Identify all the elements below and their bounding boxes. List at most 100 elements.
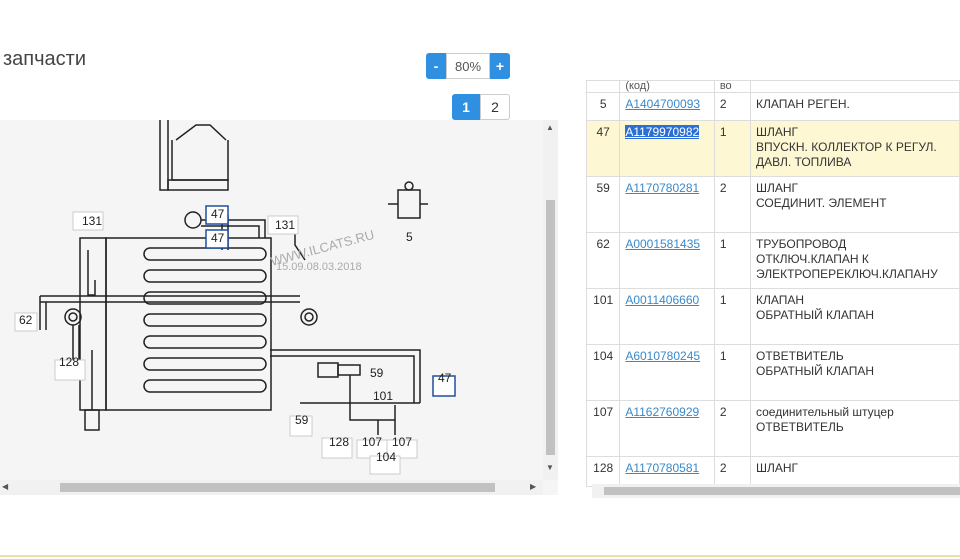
scrollbar-thumb[interactable] [546,200,555,455]
part-code-link[interactable]: A1170780281 [625,181,700,195]
table-row[interactable]: 104 A6010780245 1 ОТВЕТВИТЕЛЬ ОБРАТНЫЙ К… [586,344,960,401]
callout-47[interactable]: 47 [211,231,225,245]
part-code-link[interactable]: A1404700093 [625,97,701,111]
diagram-horizontal-scrollbar[interactable]: ◀ ▶ [0,480,543,495]
callout-59[interactable]: 59 [370,366,384,380]
callout-box[interactable] [205,229,229,249]
part-code-link[interactable]: A0001581435 [625,237,701,251]
callout-128[interactable]: 128 [329,435,349,449]
zoom-control: - 80% + [426,53,510,79]
row-number: 101 [586,288,621,345]
callout-62[interactable]: 62 [19,313,33,327]
row-qty: 1 [713,232,751,289]
row-desc: ОБРАТНЫЙ КЛАПАН [755,308,875,322]
table-row[interactable]: 62 A0001581435 1 ТРУБОПРОВОД ОТКЛЮЧ.КЛАП… [586,232,960,289]
table-row[interactable]: 128 A1170780581 2 ШЛАНГ [586,456,960,487]
scroll-right-arrow-icon[interactable]: ▶ [530,482,537,491]
callout-box[interactable] [369,455,401,475]
callout-131[interactable]: 131 [82,214,102,228]
row-number: 104 [586,344,621,401]
callout-5[interactable]: 5 [406,230,413,244]
row-desc: ШЛАНГ [755,125,799,139]
row-desc: ТРУБОПРОВОД [755,237,847,251]
row-desc: ВПУСКН. КОЛЛЕКТОР К РЕГУЛ. [755,140,937,154]
part-code-link[interactable]: A1162760929 [625,405,700,419]
table-row[interactable]: 47 A1179970982 1 ШЛАНГ ВПУСКН. КОЛЛЕКТОР… [586,120,960,177]
callout-box[interactable] [386,439,418,459]
header-code: (код) [619,80,715,93]
diagram-vertical-scrollbar[interactable]: ▲ ▼ [543,120,558,480]
row-desc: ШЛАНГ [755,181,799,195]
row-qty: 1 [713,288,751,345]
row-qty: 2 [713,456,751,487]
table-header: (код) во [586,80,960,93]
scroll-up-arrow-icon[interactable]: ▲ [546,123,554,132]
row-desc: КЛАПАН [755,293,805,307]
row-qty: 2 [713,400,751,457]
callout-47[interactable]: 47 [211,207,225,221]
row-desc: ОБРАТНЫЙ КЛАПАН [755,364,875,378]
row-qty: 2 [713,176,751,233]
callout-104[interactable]: 104 [376,450,396,464]
callout-47[interactable]: 47 [438,371,452,385]
part-code-link[interactable]: A1170780581 [625,461,700,475]
table-row[interactable]: 5 A1404700093 2 КЛАПАН РЕГЕН. [586,92,960,121]
scroll-left-arrow-icon[interactable]: ◀ [2,482,9,491]
parts-diagram[interactable]: WWW.ILCATS.RU 15.09.08.03.2018 131 131 4… [0,120,543,480]
callout-box[interactable] [432,375,456,397]
callout-box[interactable] [54,359,86,381]
row-desc: ОТКЛЮЧ.КЛАПАН К [755,252,869,266]
row-desc: ОТВЕТВИТЕЛЬ [755,420,844,434]
page-1-button[interactable]: 1 [452,94,480,120]
callout-box[interactable] [321,437,353,459]
row-desc: соединительный штуцер [755,405,894,419]
callout-box[interactable] [72,211,104,231]
footer-divider [0,555,960,557]
row-qty: 1 [713,120,751,177]
row-number: 5 [586,92,621,121]
row-desc: ОТВЕТВИТЕЛЬ [755,349,844,363]
callout-59[interactable]: 59 [295,413,309,427]
page-title: запчасти [3,48,86,70]
row-number: 47 [586,120,621,177]
diagram-pager: 1 2 [452,94,510,120]
part-code-link[interactable]: A6010780245 [625,349,701,363]
callout-131[interactable]: 131 [275,218,295,232]
scrollbar-thumb[interactable] [604,487,960,495]
row-number: 59 [586,176,621,233]
row-qty: 1 [713,344,751,401]
part-code-link[interactable]: A0011406660 [625,293,700,307]
callout-107[interactable]: 107 [392,435,412,449]
parts-table: (код) во 5 A1404700093 2 КЛАПАН РЕГЕН. 4… [586,80,960,487]
parts-table-pane: (код) во 5 A1404700093 2 КЛАПАН РЕГЕН. 4… [586,80,960,498]
callout-box[interactable] [205,205,229,225]
scrollbar-thumb[interactable] [60,483,495,492]
row-desc: СОЕДИНИТ. ЭЛЕМЕНТ [755,196,887,210]
zoom-out-button[interactable]: - [426,53,446,79]
row-qty: 2 [713,92,751,121]
table-horizontal-scrollbar[interactable] [592,484,960,498]
page-2-button[interactable]: 2 [480,94,510,120]
table-row[interactable]: 59 A1170780281 2 ШЛАНГ СОЕДИНИТ. ЭЛЕМЕНТ [586,176,960,233]
callout-box[interactable] [267,215,299,235]
row-desc: КЛАПАН РЕГЕН. [755,97,850,111]
zoom-in-button[interactable]: + [490,53,510,79]
callout-128[interactable]: 128 [59,355,79,369]
diagram-viewer[interactable]: WWW.ILCATS.RU 15.09.08.03.2018 131 131 4… [0,120,558,495]
callout-101[interactable]: 101 [373,389,393,403]
row-desc: ЭЛЕКТРОПЕРЕКЛЮЧ.КЛАПАНУ [755,267,938,281]
zoom-level: 80% [446,53,490,79]
callout-box[interactable] [289,415,313,437]
callout-107[interactable]: 107 [362,435,382,449]
scroll-down-arrow-icon[interactable]: ▼ [546,463,554,472]
header-qty: во [713,80,751,93]
diagram-watermark-date: 15.09.08.03.2018 [276,261,362,273]
row-desc: ДАВЛ. ТОПЛИВА [755,155,852,169]
callout-box[interactable] [14,312,38,332]
table-row[interactable]: 101 A0011406660 1 КЛАПАН ОБРАТНЫЙ КЛАПАН [586,288,960,345]
row-number: 107 [586,400,621,457]
row-desc: ШЛАНГ [755,461,799,475]
table-row[interactable]: 107 A1162760929 2 соединительный штуцер … [586,400,960,457]
part-code-link[interactable]: A1179970982 [625,125,700,139]
row-number: 62 [586,232,621,289]
